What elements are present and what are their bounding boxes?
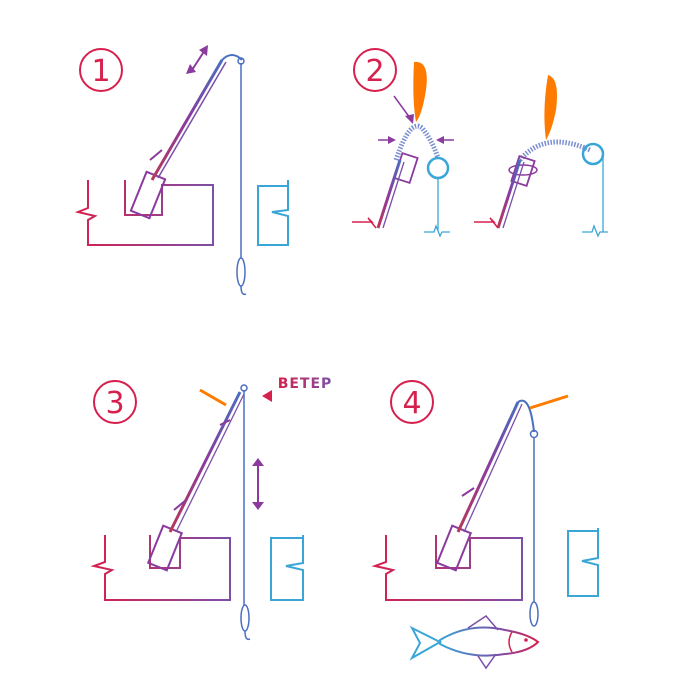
rod-2b xyxy=(496,159,522,229)
bank-left xyxy=(371,535,523,601)
arrow-head-icon xyxy=(186,64,196,74)
arrow-head-icon xyxy=(405,114,414,124)
flag-icon xyxy=(544,75,557,140)
spring-coil xyxy=(393,123,441,161)
ring xyxy=(581,142,605,166)
rod-holder xyxy=(129,170,167,220)
flag-icon xyxy=(529,394,569,410)
tension-arrow xyxy=(191,49,206,71)
step-3: 3 ВЕТЕР xyxy=(90,376,334,641)
rod xyxy=(456,401,520,533)
water-right xyxy=(270,535,304,601)
rod xyxy=(168,391,242,533)
arrow-head-icon xyxy=(252,458,264,466)
rod-edge xyxy=(463,403,523,533)
reel-seat xyxy=(461,487,475,497)
step-1: 1 xyxy=(74,45,289,296)
step-4-badge xyxy=(390,380,434,424)
break-mark xyxy=(474,217,499,229)
hook xyxy=(244,630,251,641)
rod-edge xyxy=(157,61,227,179)
step-2-badge xyxy=(353,48,397,92)
arrow-head-icon xyxy=(199,45,208,56)
ring xyxy=(426,156,450,180)
fish-icon xyxy=(409,615,540,670)
float xyxy=(240,604,250,632)
rod-tip xyxy=(517,399,535,433)
rod-holder xyxy=(146,524,184,572)
arrow-head-icon xyxy=(436,136,444,144)
rod-2a xyxy=(376,159,402,229)
break-mark xyxy=(582,224,608,238)
water-right xyxy=(257,180,289,246)
rod-holder xyxy=(435,524,473,572)
water-right xyxy=(567,528,599,597)
step-1-badge xyxy=(79,48,123,92)
clamp xyxy=(510,155,536,187)
rod-edge xyxy=(175,393,245,533)
rod-2a-edge xyxy=(382,161,405,229)
float xyxy=(529,601,539,627)
step-1-number: 1 xyxy=(91,54,110,89)
wind-label: ВЕТЕР xyxy=(278,376,333,392)
step-2: 2 xyxy=(352,48,608,238)
break-mark xyxy=(424,224,450,238)
rod-2b-edge xyxy=(502,161,525,229)
spring-coil xyxy=(518,139,592,162)
float xyxy=(236,257,246,287)
rod xyxy=(150,59,224,181)
flag-icon xyxy=(199,388,227,407)
break-mark xyxy=(352,217,377,229)
pointer-arrow xyxy=(393,95,411,119)
step-3-badge xyxy=(93,380,137,424)
bank-left xyxy=(90,535,231,601)
reel-seat xyxy=(149,149,163,161)
arrow-head-icon xyxy=(262,390,272,402)
hook xyxy=(240,285,247,296)
reel-seat xyxy=(173,499,187,511)
rod-ring xyxy=(219,419,231,426)
step-3-number: 3 xyxy=(105,386,124,421)
arrow-head-icon xyxy=(388,136,396,144)
step-4-number: 4 xyxy=(402,386,421,421)
flag-icon xyxy=(413,61,427,122)
arrow-head-icon xyxy=(252,502,264,510)
step-2-number: 2 xyxy=(365,54,384,89)
step-4: 4 xyxy=(371,380,599,670)
bank-left xyxy=(74,180,214,246)
